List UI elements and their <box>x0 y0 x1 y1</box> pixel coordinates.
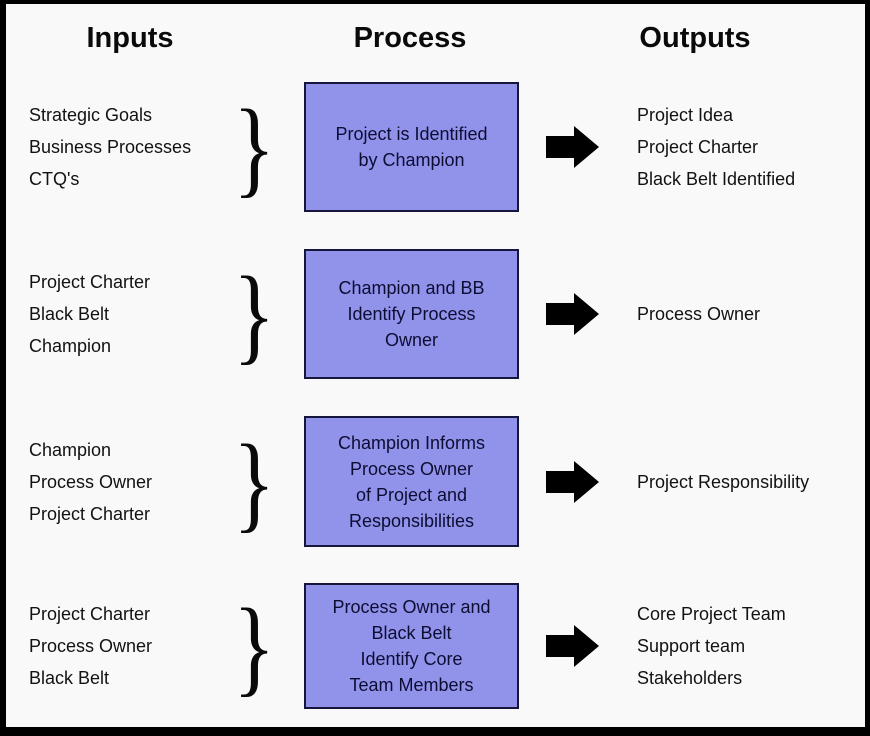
output-item: Project Responsibility <box>637 471 810 492</box>
outputs-list: Process Owner <box>637 298 760 330</box>
output-item: Black Belt Identified <box>637 169 796 189</box>
outputs-list: Core Project Team Support team Stakehold… <box>637 598 786 694</box>
process-row: Strategic Goals Business Processes CTQ's… <box>6 82 865 212</box>
arrow-body <box>546 470 574 493</box>
curly-brace-icon: } <box>233 86 276 208</box>
process-box-label: Project is Identified by Champion <box>335 124 488 170</box>
process-box: Process Owner and Black Belt Identify Co… <box>304 583 519 709</box>
input-item: Black Belt <box>29 304 110 324</box>
input-item: Strategic Goals <box>29 105 153 125</box>
arrow-head <box>574 625 599 667</box>
curly-brace-icon: } <box>233 253 276 375</box>
arrow-right-icon <box>546 126 599 168</box>
input-item: Project Charter <box>29 503 151 524</box>
inputs-list: Project Charter Black Belt Champion <box>29 266 150 362</box>
input-item: Champion <box>29 336 112 356</box>
output-item: Project Idea <box>637 105 734 125</box>
process-row: Champion Process Owner Project Charter }… <box>6 416 865 547</box>
process-box: Champion Informs Process Owner of Projec… <box>304 416 519 547</box>
output-item: Process Owner <box>637 304 761 324</box>
column-header-inputs: Inputs <box>86 22 174 54</box>
column-header-process: Process <box>353 22 467 54</box>
input-item: Project Charter <box>29 272 151 292</box>
inputs-list: Strategic Goals Business Processes CTQ's <box>29 99 191 195</box>
arrow-head <box>574 293 599 335</box>
arrow-body <box>546 303 574 325</box>
output-item: Stakeholders <box>637 668 743 688</box>
curly-brace-icon: } <box>233 585 276 707</box>
arrow-right-icon <box>546 460 599 503</box>
outputs-list: Project Responsibility <box>637 466 809 498</box>
output-item: Support team <box>637 636 746 656</box>
curly-brace-icon: } <box>233 421 276 542</box>
arrow-body <box>546 635 574 657</box>
output-item: Core Project Team <box>637 604 786 624</box>
process-box-label: Champion Informs Process Owner of Projec… <box>337 432 486 531</box>
process-box: Champion and BB Identify Process Owner <box>304 249 519 379</box>
arrow-head <box>574 460 599 503</box>
input-item: Champion <box>29 439 112 460</box>
input-item: Project Charter <box>29 604 151 624</box>
arrow-head <box>574 126 599 168</box>
input-item: Process Owner <box>29 471 153 492</box>
process-box-label: Process Owner and Black Belt Identify Co… <box>332 597 491 695</box>
outputs-list: Project Idea Project Charter Black Belt … <box>637 99 795 195</box>
column-header-outputs: Outputs <box>639 22 751 54</box>
inputs-list: Project Charter Process Owner Black Belt <box>29 598 152 694</box>
arrow-body <box>546 136 574 158</box>
input-item: Black Belt <box>29 668 110 688</box>
process-row: Project Charter Process Owner Black Belt… <box>6 583 865 709</box>
arrow-right-icon <box>546 293 599 335</box>
arrow-right-icon <box>546 625 599 667</box>
process-box-label: Champion and BB Identify Process Owner <box>338 278 485 350</box>
input-item: Process Owner <box>29 636 153 656</box>
process-box: Project is Identified by Champion <box>304 82 519 212</box>
inputs-list: Champion Process Owner Project Charter <box>29 434 152 530</box>
input-item: Business Processes <box>29 137 192 157</box>
input-item: CTQ's <box>29 169 80 189</box>
process-row: Project Charter Black Belt Champion } Ch… <box>6 249 865 379</box>
output-item: Project Charter <box>637 137 759 157</box>
